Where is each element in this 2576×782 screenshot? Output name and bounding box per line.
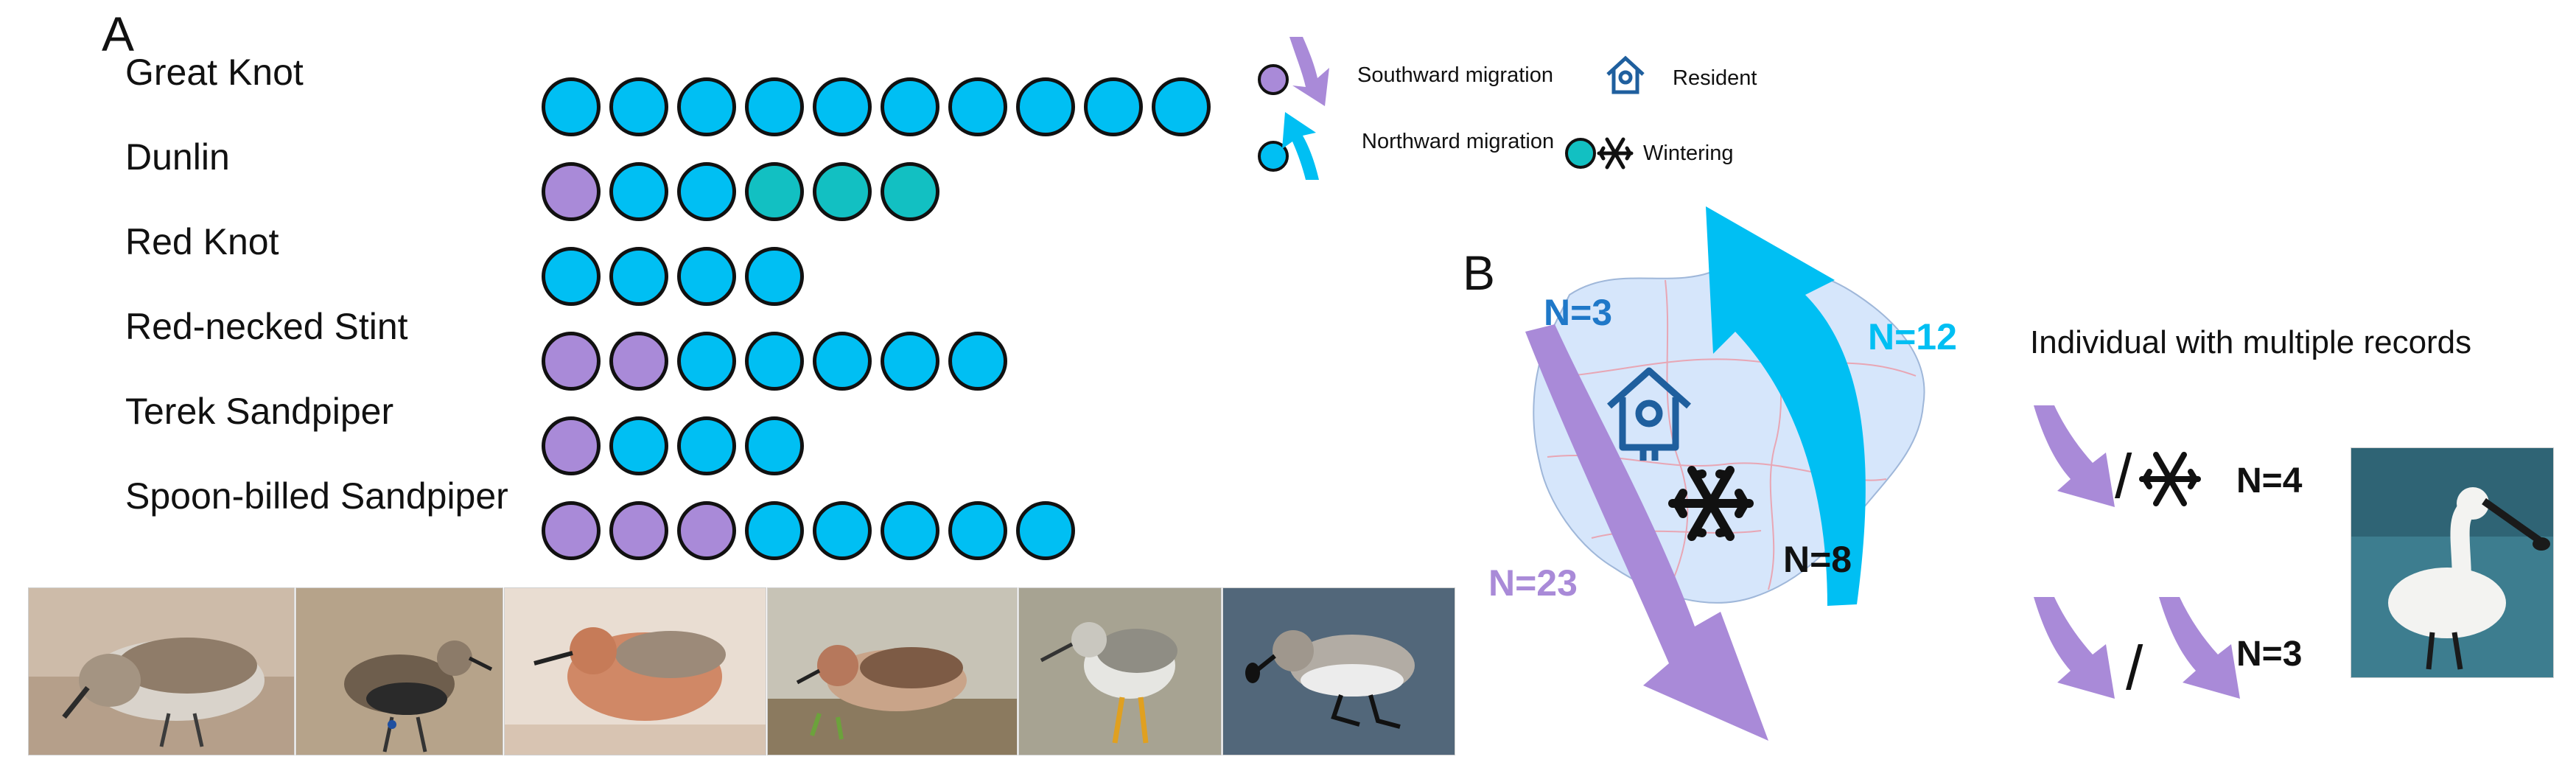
legend-resident-label: Resident xyxy=(1673,66,1757,90)
resident-house-icon xyxy=(1607,367,1691,461)
record-dot-winter xyxy=(813,162,872,221)
n-northward-label: N=12 xyxy=(1868,316,1957,357)
species-label: Dunlin xyxy=(125,136,230,178)
photo-spoon-billed-sandpiper xyxy=(1222,587,1455,755)
record-dot-south xyxy=(542,501,601,560)
record-dot-north xyxy=(745,247,804,306)
record-dot-north xyxy=(609,247,668,306)
record-dot-north xyxy=(813,77,872,136)
n-southward-label: N=23 xyxy=(1488,562,1578,604)
multi-south-arrow-icon-2 xyxy=(2034,597,2115,699)
multi-records-rows: / / xyxy=(2019,398,2328,722)
wintering-snowflake-icon xyxy=(1668,466,1754,541)
snowflake-icon xyxy=(1597,137,1634,170)
southward-arrow-icon xyxy=(1289,37,1329,106)
record-dot-south xyxy=(542,416,601,475)
southward-big-arrow xyxy=(1525,324,1768,741)
record-dot-north xyxy=(609,77,668,136)
multi-snowflake-icon xyxy=(2139,452,2201,506)
record-dot-north xyxy=(677,332,736,391)
record-dot-north xyxy=(745,501,804,560)
record-dot-north xyxy=(745,416,804,475)
record-dot-north xyxy=(948,501,1007,560)
multi-south-winter-count: N=4 xyxy=(2236,461,2303,500)
panel-a-letter: A xyxy=(102,7,135,61)
record-dot-north xyxy=(948,332,1007,391)
record-dot-north xyxy=(745,332,804,391)
species-label: Spoon-billed Sandpiper xyxy=(125,475,508,517)
record-dot-north xyxy=(881,332,939,391)
record-dot-north xyxy=(1016,501,1075,560)
legend-southward-label: Southward migration xyxy=(1357,63,1553,87)
record-dot-north xyxy=(1016,77,1075,136)
legend: Southward migration Northward migration … xyxy=(1245,29,1805,192)
record-dot-north xyxy=(1152,77,1211,136)
record-dot-north xyxy=(745,77,804,136)
record-dot-south xyxy=(542,332,601,391)
legend-north-dot xyxy=(1258,141,1289,172)
record-dot-south xyxy=(677,501,736,560)
northward-big-arrow xyxy=(1706,206,1866,606)
photo-terek-sandpiper xyxy=(1018,587,1222,755)
record-dot-north xyxy=(542,247,601,306)
multi-records-title: Individual with multiple records xyxy=(2030,324,2472,360)
record-dot-north xyxy=(881,77,939,136)
record-dot-north xyxy=(677,247,736,306)
species-label: Red-necked Stint xyxy=(125,306,408,347)
record-dot-north xyxy=(609,416,668,475)
n-resident-label: N=3 xyxy=(1544,292,1613,333)
photo-dunlin xyxy=(295,587,503,755)
record-dot-north xyxy=(1084,77,1143,136)
photo-red-knot xyxy=(504,587,766,755)
multi-south-arrow-icon-3 xyxy=(2159,597,2240,699)
record-dot-north xyxy=(813,501,872,560)
house-icon xyxy=(1606,55,1645,94)
record-dot-north xyxy=(677,162,736,221)
multi-slash-1: / xyxy=(2115,441,2132,511)
multi-slash-2: / xyxy=(2126,633,2143,702)
record-dot-north xyxy=(948,77,1007,136)
record-dot-north xyxy=(813,332,872,391)
species-label: Red Knot xyxy=(125,221,279,262)
multi-south-arrow-icon xyxy=(2034,405,2115,507)
record-dot-north xyxy=(609,162,668,221)
record-dot-north xyxy=(677,77,736,136)
record-dot-winter xyxy=(881,162,939,221)
record-dot-south xyxy=(609,332,668,391)
n-wintering-label: N=8 xyxy=(1783,539,1852,580)
photo-spoonbill xyxy=(2351,447,2554,678)
photo-great-knot xyxy=(28,587,295,755)
record-dot-south xyxy=(609,501,668,560)
legend-wintering-label: Wintering xyxy=(1643,142,1734,165)
record-dot-north xyxy=(881,501,939,560)
multi-south-south-count: N=3 xyxy=(2236,635,2303,674)
species-label: Great Knot xyxy=(125,52,304,93)
legend-winter-dot xyxy=(1565,138,1596,169)
record-dot-winter xyxy=(745,162,804,221)
record-dot-south xyxy=(542,162,601,221)
legend-northward-label: Northward migration xyxy=(1362,130,1555,153)
panel-b-diagram: N=3 N=12 N=23 N=8 xyxy=(1444,184,2034,744)
panel-b-letter: B xyxy=(1463,245,1496,300)
record-dot-north xyxy=(677,416,736,475)
record-dot-north xyxy=(542,77,601,136)
northward-arrow-icon xyxy=(1282,112,1319,180)
photo-red-necked-stint xyxy=(767,587,1018,755)
legend-south-dot xyxy=(1258,64,1289,95)
species-label: Terek Sandpiper xyxy=(125,391,394,432)
